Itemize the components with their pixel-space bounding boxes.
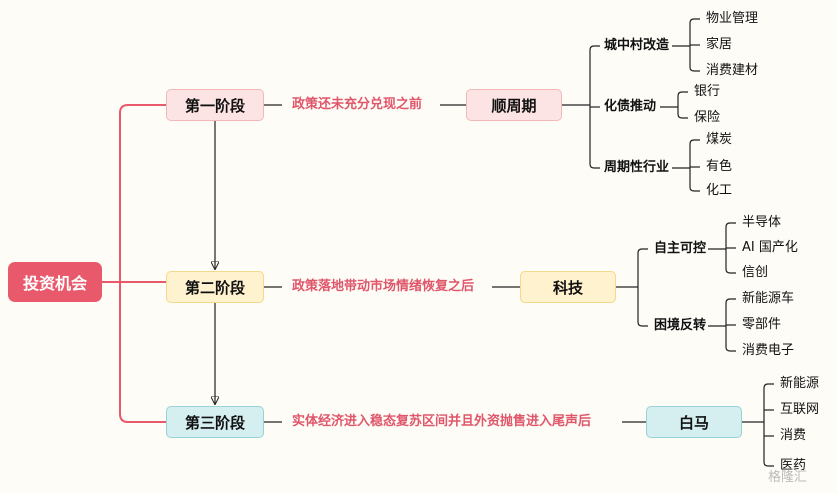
stage-1-theme-node: 顺周期 <box>466 89 562 121</box>
leaf-item: AI 国产化 <box>742 240 798 255</box>
leaf-item: 保险 <box>694 110 721 125</box>
leaf-item: 消费电子 <box>742 343 795 358</box>
leaf-item: 物业管理 <box>706 11 759 26</box>
stage-3-condition: 实体经济进入稳态复苏区间并且外资抛售进入尾声后 <box>292 414 592 429</box>
leaf-item: 半导体 <box>742 215 782 230</box>
stage-2-theme-node: 科技 <box>520 271 616 303</box>
stage-3-theme-node: 白马 <box>646 406 742 438</box>
leaf-item: 有色 <box>706 159 733 174</box>
leaf-item: 家居 <box>706 37 733 52</box>
leaf-item: 消费 <box>780 428 807 443</box>
group-label: 自主可控 <box>654 241 707 256</box>
stage-2-node: 第二阶段 <box>166 271 264 303</box>
stage-3-node: 第三阶段 <box>166 406 264 438</box>
group-label: 周期性行业 <box>604 160 670 175</box>
stage-1-condition: 政策还未充分兑现之前 <box>292 97 423 112</box>
watermark: 格隆汇 <box>768 470 808 485</box>
leaf-item: 银行 <box>694 84 721 99</box>
leaf-item: 信创 <box>742 265 769 280</box>
leaf-item: 互联网 <box>780 402 820 417</box>
leaf-item: 消费建材 <box>706 63 759 78</box>
stage-1-node: 第一阶段 <box>166 89 264 121</box>
leaf-item: 新能源 <box>780 376 820 391</box>
leaf-item: 医药 <box>780 458 807 473</box>
group-label: 化债推动 <box>604 99 657 114</box>
group-label: 困境反转 <box>654 318 707 333</box>
stage-2-condition: 政策落地带动市场情绪恢复之后 <box>292 279 475 294</box>
leaf-item: 零部件 <box>742 317 782 332</box>
leaf-item: 煤炭 <box>706 132 733 147</box>
root-node: 投资机会 <box>8 262 102 302</box>
group-label: 城中村改造 <box>604 38 670 53</box>
leaf-item: 化工 <box>706 183 733 198</box>
leaf-item: 新能源车 <box>742 291 795 306</box>
